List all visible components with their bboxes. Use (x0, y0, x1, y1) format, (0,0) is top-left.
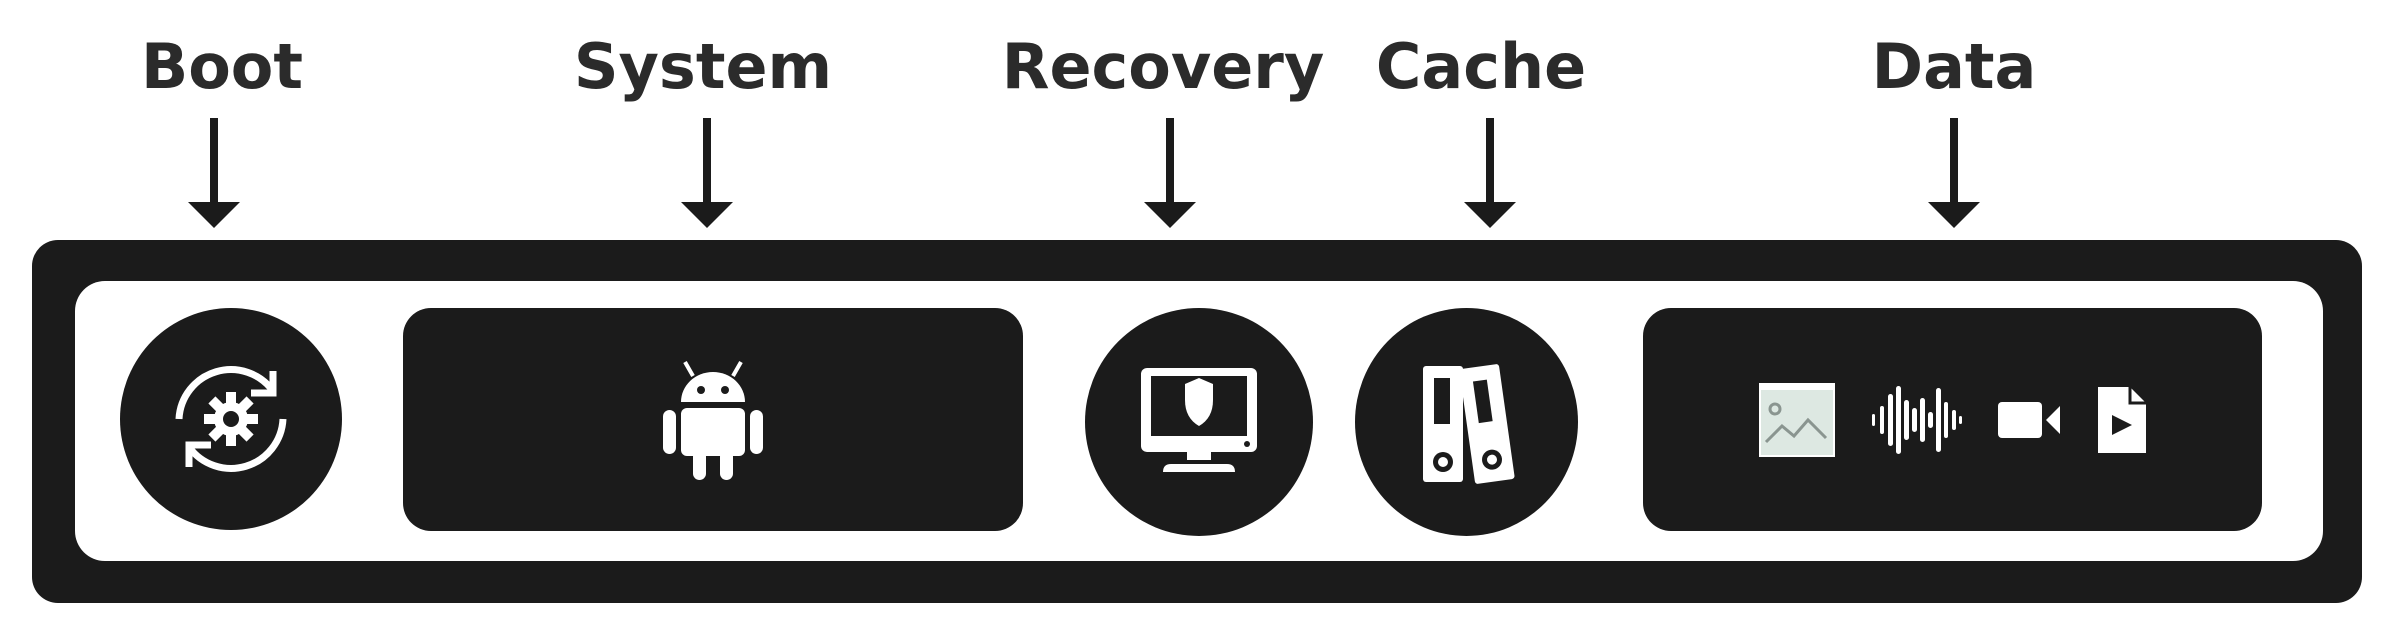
label-data: Data (1871, 30, 2037, 103)
recovery-partition (1085, 308, 1313, 536)
label-system: System (573, 30, 833, 103)
label-boot: Boot (140, 30, 304, 103)
arrow-down-icon (1928, 118, 1980, 228)
monitor-shield-icon (1141, 368, 1257, 472)
label-recovery: Recovery (1001, 30, 1325, 103)
android-icon (663, 360, 763, 480)
boot-partition (120, 308, 342, 530)
arrow-down-icon (188, 118, 240, 228)
play-file-icon (2097, 386, 2146, 453)
arrow-down-icon (1464, 118, 1516, 228)
binders-icon (1422, 364, 1514, 484)
refresh-gear-icon (175, 366, 287, 472)
data-partition (1643, 308, 2262, 531)
video-camera-icon (1997, 401, 2060, 438)
arrow-down-icon (681, 118, 733, 228)
system-partition (403, 308, 1023, 531)
audio-waveform-icon (1871, 385, 1962, 454)
cache-partition (1355, 308, 1578, 536)
image-file-icon (1758, 382, 1835, 457)
label-cache: Cache (1375, 30, 1587, 103)
arrow-down-icon (1144, 118, 1196, 228)
